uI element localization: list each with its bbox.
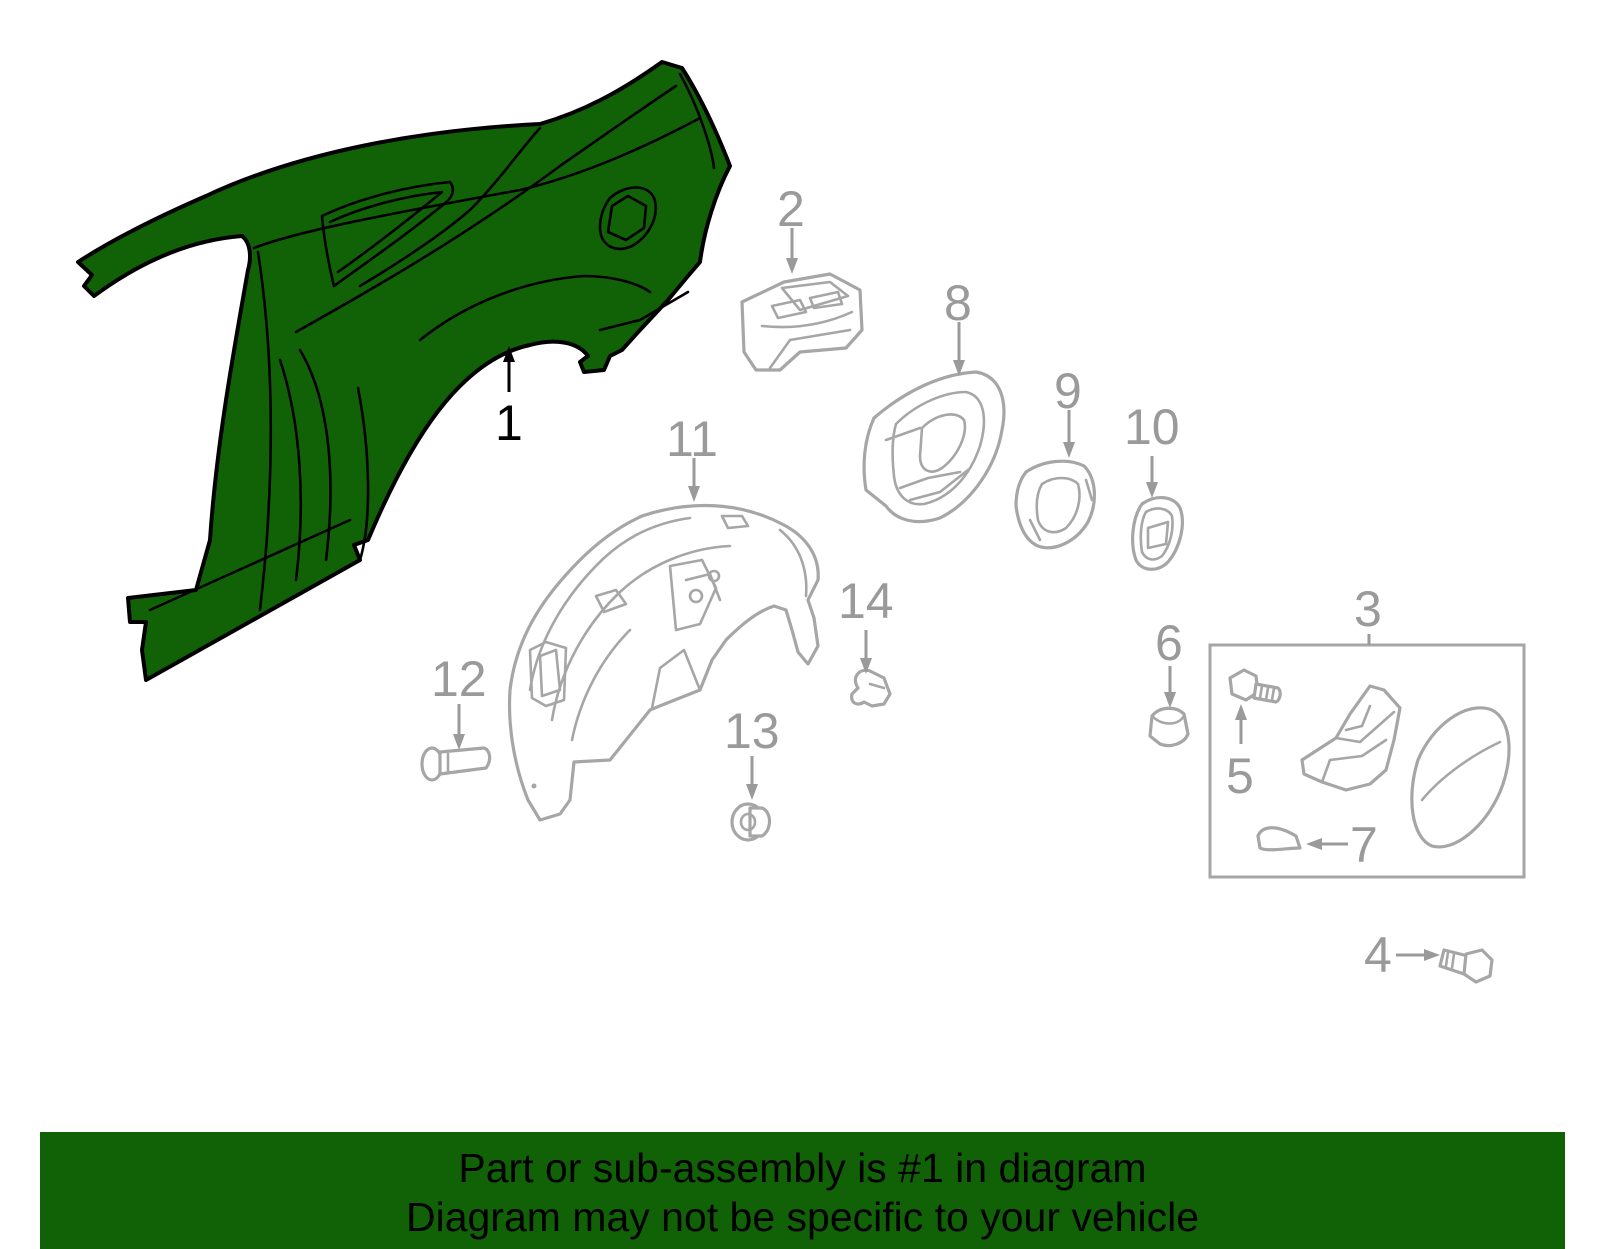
info-banner: Part or sub-assembly is #1 in diagram Di… (40, 1132, 1565, 1249)
part-6-cap[interactable] (1148, 706, 1190, 748)
part-1-quarter-panel[interactable] (76, 60, 732, 682)
callout-4: 4 (1364, 927, 1392, 983)
part-14-clip[interactable] (850, 668, 892, 708)
part-9-seal[interactable] (1014, 459, 1096, 550)
fuel-door-recess-inner (606, 194, 648, 242)
callout-9: 9 (1054, 363, 1082, 419)
part-10-label[interactable] (1131, 496, 1184, 571)
part-3-fuel-door-assembly[interactable] (1208, 643, 1526, 879)
callout-8: 8 (944, 275, 972, 331)
callout-3: 3 (1354, 581, 1382, 637)
part-12-push-pin[interactable] (420, 746, 492, 782)
banner-line-2: Diagram may not be specific to your vehi… (405, 1194, 1199, 1240)
part-11-wheelhouse-liner[interactable] (507, 503, 820, 822)
quarter-window-inner (328, 190, 444, 274)
callout-10: 10 (1124, 399, 1180, 455)
part-13-grommet[interactable] (730, 802, 772, 842)
part-5-screw[interactable] (1228, 668, 1282, 704)
fuel-door-recess (598, 186, 657, 251)
quarter-panel-body (76, 60, 732, 682)
banner-line-1: Part or sub-assembly is #1 in diagram (458, 1145, 1147, 1191)
callout-12: 12 (431, 651, 487, 707)
callout-5: 5 (1226, 748, 1254, 804)
part-8-filler-housing[interactable] (862, 370, 1006, 524)
callout-14: 14 (838, 573, 894, 629)
part-2-bracket[interactable] (740, 272, 864, 372)
part-7-spring[interactable] (1256, 826, 1302, 852)
callout-6: 6 (1155, 615, 1183, 671)
callout-13: 13 (724, 703, 780, 759)
callout-2: 2 (777, 181, 805, 237)
callout-7: 7 (1350, 817, 1378, 873)
callout-11: 11 (666, 411, 718, 467)
part-4-bolt[interactable] (1438, 948, 1494, 984)
callout-1: 1 (495, 395, 523, 451)
